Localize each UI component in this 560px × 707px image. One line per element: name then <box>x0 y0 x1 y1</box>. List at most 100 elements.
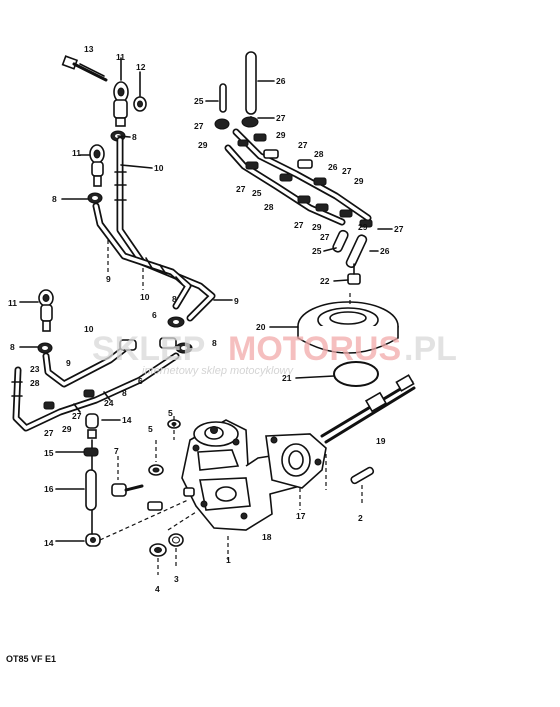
hose-chain-fittings <box>237 133 373 228</box>
label-5-b: 5 <box>168 408 173 418</box>
label-29-rr: 29 <box>358 222 368 232</box>
label-25-low: 25 <box>312 246 322 256</box>
label-29-top: 29 <box>276 130 286 140</box>
label-2: 2 <box>358 513 363 523</box>
bolt-13 <box>61 55 108 82</box>
eye-fitting-11-left <box>89 144 105 187</box>
label-5-a: 5 <box>148 424 153 434</box>
pump-flange <box>265 433 327 489</box>
label-8-left: 8 <box>52 194 57 204</box>
label-1: 1 <box>226 555 231 565</box>
diagram-code: OT85 VF E1 <box>6 654 56 664</box>
label-10-lower: 10 <box>84 324 94 334</box>
label-6-mid: 6 <box>138 376 143 386</box>
watermark-part3: .PL <box>404 330 457 368</box>
hose-lower-left <box>11 342 180 432</box>
label-8-lower: 8 <box>10 342 15 352</box>
shaft-19 <box>320 374 416 444</box>
label-18: 18 <box>262 532 272 542</box>
label-28-top: 28 <box>314 149 324 159</box>
label-15: 15 <box>44 448 54 458</box>
label-19: 19 <box>376 436 386 446</box>
clip-8-center <box>175 342 193 354</box>
label-27-c1: 27 <box>236 184 246 194</box>
label-8-mid: 8 <box>172 294 177 304</box>
label-27-c2: 27 <box>294 220 304 230</box>
washer-3 <box>168 533 184 547</box>
label-17: 17 <box>296 511 306 521</box>
tube-26-top <box>245 51 257 115</box>
label-9-lower: 9 <box>66 358 71 368</box>
clip-27-left <box>43 389 95 410</box>
label-21: 21 <box>282 373 292 383</box>
label-11-lower: 11 <box>8 298 17 308</box>
label-27-c3: 27 <box>320 232 330 242</box>
pump-inlet-fitting <box>147 487 195 511</box>
clip-27-top <box>214 116 259 130</box>
clip-14-upper <box>85 413 99 439</box>
hose-9-10 <box>92 136 216 322</box>
label-27-rr: 27 <box>394 224 404 234</box>
seal-20 <box>297 301 399 354</box>
label-13: 13 <box>84 44 94 54</box>
label-23: 23 <box>30 364 40 374</box>
tube-25-26-lower <box>332 229 368 269</box>
label-27-lower: 27 <box>72 411 82 421</box>
hose-chain-upper <box>224 128 372 226</box>
clip-8-hose-end <box>167 316 185 328</box>
washer-4 <box>149 543 167 557</box>
label-3: 3 <box>174 574 179 584</box>
label-29-lower: 29 <box>62 424 72 434</box>
label-8-center: 8 <box>122 388 127 398</box>
washer-5-a <box>148 464 164 476</box>
label-27-r2: 27 <box>342 166 352 176</box>
label-8-right: 8 <box>212 338 217 348</box>
clip-22 <box>347 273 361 285</box>
label-4: 4 <box>155 584 160 594</box>
part-labels: 13 11 12 8 11 10 8 9 10 8 9 11 10 6 8 9 … <box>8 44 404 594</box>
label-24: 24 <box>104 398 114 408</box>
clip-8-mid <box>87 192 103 204</box>
o-ring-21 <box>333 361 379 387</box>
joint-6 <box>119 337 177 351</box>
label-9-left: 9 <box>106 274 111 284</box>
label-22: 22 <box>320 276 330 286</box>
pin-25-top <box>219 83 227 113</box>
label-28-mid: 28 <box>264 202 274 212</box>
watermark-part1: SKLEP <box>92 330 205 368</box>
label-29-left: 29 <box>198 140 208 150</box>
label-26-low: 26 <box>380 246 390 256</box>
label-29-r: 29 <box>354 176 364 186</box>
watermark-tagline: internetowy sklep motocyklowy <box>142 365 295 377</box>
label-27-top-left: 27 <box>194 121 204 131</box>
label-8-top: 8 <box>132 132 137 142</box>
label-14-lower: 14 <box>44 538 54 548</box>
label-11-left: 11 <box>72 148 81 158</box>
label-12: 12 <box>136 62 146 72</box>
clip-8-lower-left <box>37 342 53 354</box>
watermark-part2: MOTORUS <box>228 330 401 368</box>
label-28-left: 28 <box>30 378 40 388</box>
label-26-mid: 26 <box>328 162 338 172</box>
label-26-top: 26 <box>276 76 286 86</box>
hose-16 <box>85 469 97 511</box>
label-29-c: 29 <box>312 222 322 232</box>
eye-fitting-11-lower <box>38 289 54 332</box>
pin-2 <box>350 466 375 485</box>
label-14-upper: 14 <box>122 415 132 425</box>
washer-12 <box>133 96 147 112</box>
label-25-mid: 25 <box>252 188 262 198</box>
label-27-r1: 27 <box>298 140 308 150</box>
label-25-top: 25 <box>194 96 204 106</box>
label-6-top: 6 <box>152 310 157 320</box>
label-27-top-right: 27 <box>276 113 286 123</box>
clip-14-lower <box>85 533 101 547</box>
leader-lines <box>19 80 393 542</box>
label-7: 7 <box>114 446 119 456</box>
watermark: SKLEP MOTORUS .PL internetowy sklep moto… <box>92 330 457 377</box>
label-20: 20 <box>256 322 266 332</box>
label-10-mid: 10 <box>140 292 150 302</box>
clip-15 <box>83 447 99 457</box>
eye-fitting-11-top <box>113 81 129 127</box>
